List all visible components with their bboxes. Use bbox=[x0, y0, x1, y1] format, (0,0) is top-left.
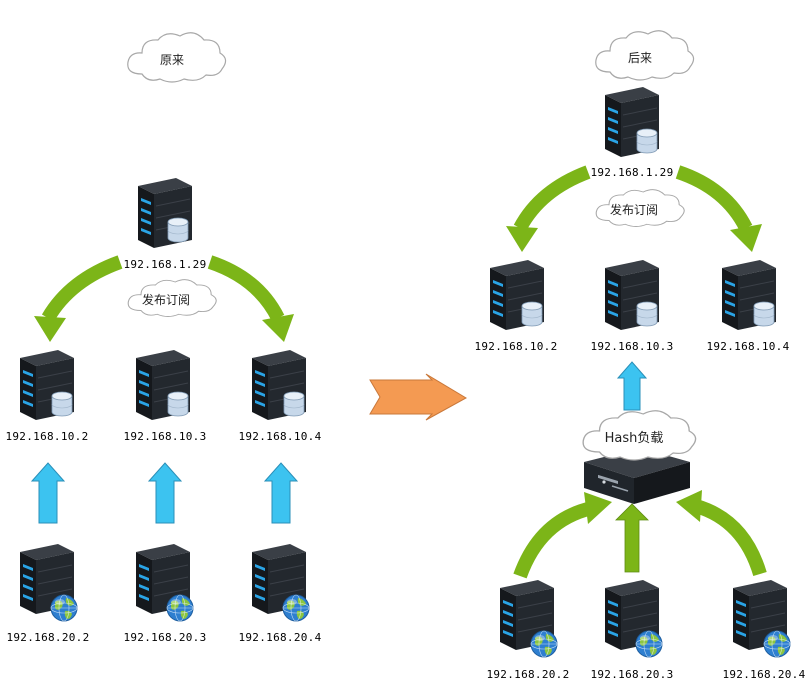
hash-balancer-cloud: Hash负载 bbox=[582, 410, 697, 461]
before-client-server-2 bbox=[135, 543, 194, 622]
after-client-server-1 bbox=[499, 579, 558, 658]
before-db-ip-2: 192.168.10.3 bbox=[123, 430, 206, 443]
green-curve-arrow-right-after bbox=[675, 165, 753, 232]
after-db-ip-1: 192.168.10.2 bbox=[474, 340, 557, 353]
after-db-server-2 bbox=[604, 259, 660, 331]
green-curve-arrow-left bbox=[41, 255, 123, 322]
database-icon bbox=[753, 301, 775, 327]
globe-icon bbox=[635, 630, 663, 658]
blue-up-arrow-1 bbox=[31, 462, 65, 524]
before-section: 原来 192.168.1.29 发布订阅 192.168.10.2 192.16… bbox=[5, 32, 321, 644]
after-client-server-2 bbox=[604, 579, 663, 658]
database-icon bbox=[167, 391, 189, 417]
database-icon bbox=[283, 391, 305, 417]
before-top-server-ip: 192.168.1.29 bbox=[123, 258, 206, 271]
cloud-before-label: 原来 bbox=[127, 32, 227, 83]
green-curve-arrow-left-after bbox=[513, 165, 591, 232]
before-client-server-3 bbox=[251, 543, 310, 622]
after-db-ip-2: 192.168.10.3 bbox=[590, 340, 673, 353]
after-client-ip-3: 192.168.20.4 bbox=[722, 668, 805, 681]
before-db-ip-3: 192.168.10.4 bbox=[238, 430, 321, 443]
after-db-ip-3: 192.168.10.4 bbox=[706, 340, 789, 353]
green-up-arrow-center bbox=[615, 503, 649, 573]
green-curve-up-left-head bbox=[584, 492, 612, 524]
before-db-server-3 bbox=[251, 349, 307, 421]
database-icon bbox=[636, 301, 658, 327]
before-client-ip-3: 192.168.20.4 bbox=[238, 631, 321, 644]
blue-up-arrow-after bbox=[616, 361, 648, 411]
globe-icon bbox=[282, 594, 310, 622]
svg-text:后来: 后来 bbox=[628, 51, 652, 65]
green-curve-arrowhead-right bbox=[262, 314, 294, 342]
database-icon bbox=[636, 128, 658, 154]
before-client-ip-1: 192.168.20.2 bbox=[6, 631, 89, 644]
blue-up-arrow-3 bbox=[264, 462, 298, 524]
after-client-ip-1: 192.168.20.2 bbox=[486, 668, 569, 681]
svg-text:发布订阅: 发布订阅 bbox=[610, 202, 658, 217]
after-section: 后来 192.168.1.29 发布订阅 192.168.10.2 192.16… bbox=[474, 30, 805, 681]
before-client-server-1 bbox=[19, 543, 78, 622]
after-db-server-3 bbox=[721, 259, 777, 331]
after-db-server-1 bbox=[489, 259, 545, 331]
database-icon bbox=[167, 217, 189, 243]
green-curve-up-right-head bbox=[676, 490, 702, 522]
after-top-server bbox=[604, 86, 660, 158]
green-curve-up-right bbox=[693, 499, 767, 577]
green-curve-arrowhead-left bbox=[34, 316, 66, 342]
globe-icon bbox=[50, 594, 78, 622]
cloud-after-label: 后来 bbox=[595, 30, 695, 81]
before-db-server-1 bbox=[19, 349, 75, 421]
green-curve-up-left bbox=[513, 501, 594, 579]
after-client-server-3 bbox=[732, 579, 791, 658]
before-db-server-2 bbox=[135, 349, 191, 421]
before-top-server bbox=[137, 177, 193, 249]
svg-text:原来: 原来 bbox=[160, 53, 184, 67]
blue-up-arrow-2 bbox=[148, 462, 182, 524]
orange-transition-arrow bbox=[369, 373, 468, 421]
database-icon bbox=[51, 391, 73, 417]
globe-icon bbox=[530, 630, 558, 658]
database-icon bbox=[521, 301, 543, 327]
after-client-ip-2: 192.168.20.3 bbox=[590, 668, 673, 681]
globe-icon bbox=[763, 630, 791, 658]
green-curve-arrowhead-left-after bbox=[506, 226, 538, 252]
svg-text:Hash负载: Hash负载 bbox=[605, 431, 664, 446]
before-db-ip-1: 192.168.10.2 bbox=[5, 430, 88, 443]
svg-text:发布订阅: 发布订阅 bbox=[142, 292, 190, 307]
pubsub-cloud-after: 发布订阅 bbox=[595, 189, 685, 228]
green-curve-arrowhead-right-after bbox=[730, 224, 762, 252]
globe-icon bbox=[166, 594, 194, 622]
before-client-ip-2: 192.168.20.3 bbox=[123, 631, 206, 644]
green-curve-arrow-right bbox=[207, 255, 285, 322]
pubsub-cloud-before: 发布订阅 bbox=[127, 279, 217, 318]
after-top-server-ip: 192.168.1.29 bbox=[590, 166, 673, 179]
